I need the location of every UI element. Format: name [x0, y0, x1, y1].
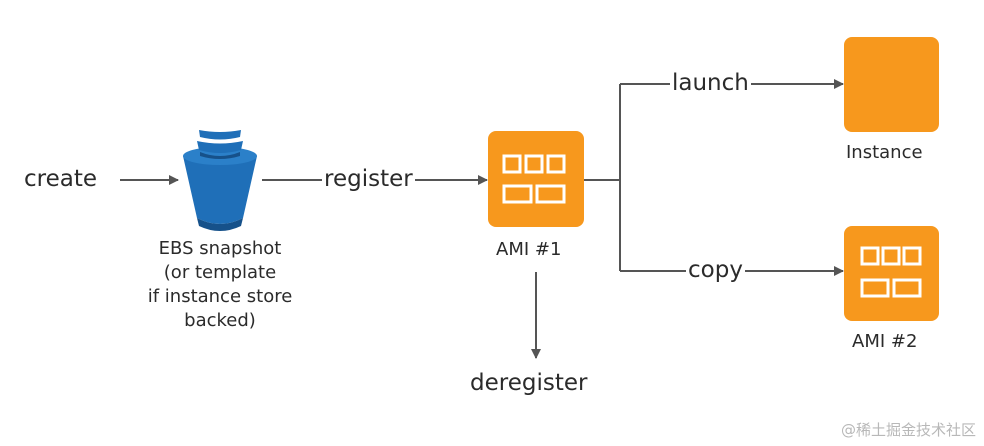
- ami1-label: AMI #1: [496, 239, 562, 260]
- instance-label: Instance: [846, 142, 923, 163]
- snapshot-caption-line: backed): [184, 310, 256, 331]
- copy-label: copy: [686, 257, 745, 283]
- launch-label: launch: [670, 70, 751, 96]
- snapshot-caption-line: if instance store: [147, 286, 293, 307]
- instance-icon: [844, 37, 939, 132]
- deregister-label: deregister: [470, 370, 588, 396]
- ami2-icon: [844, 226, 939, 321]
- snapshot-caption-line: EBS snapshot: [158, 238, 282, 259]
- ami2-label: AMI #2: [852, 331, 918, 352]
- create-label: create: [24, 166, 98, 192]
- ebs-snapshot-bucket-icon: [183, 130, 257, 231]
- ami1-icon: [488, 131, 584, 227]
- register-label: register: [322, 166, 415, 192]
- ebs-snapshot-caption: EBS snapshot (or template if instance st…: [130, 237, 310, 333]
- snapshot-caption-line: (or template: [163, 262, 277, 283]
- watermark: @稀土掘金技术社区: [840, 421, 976, 439]
